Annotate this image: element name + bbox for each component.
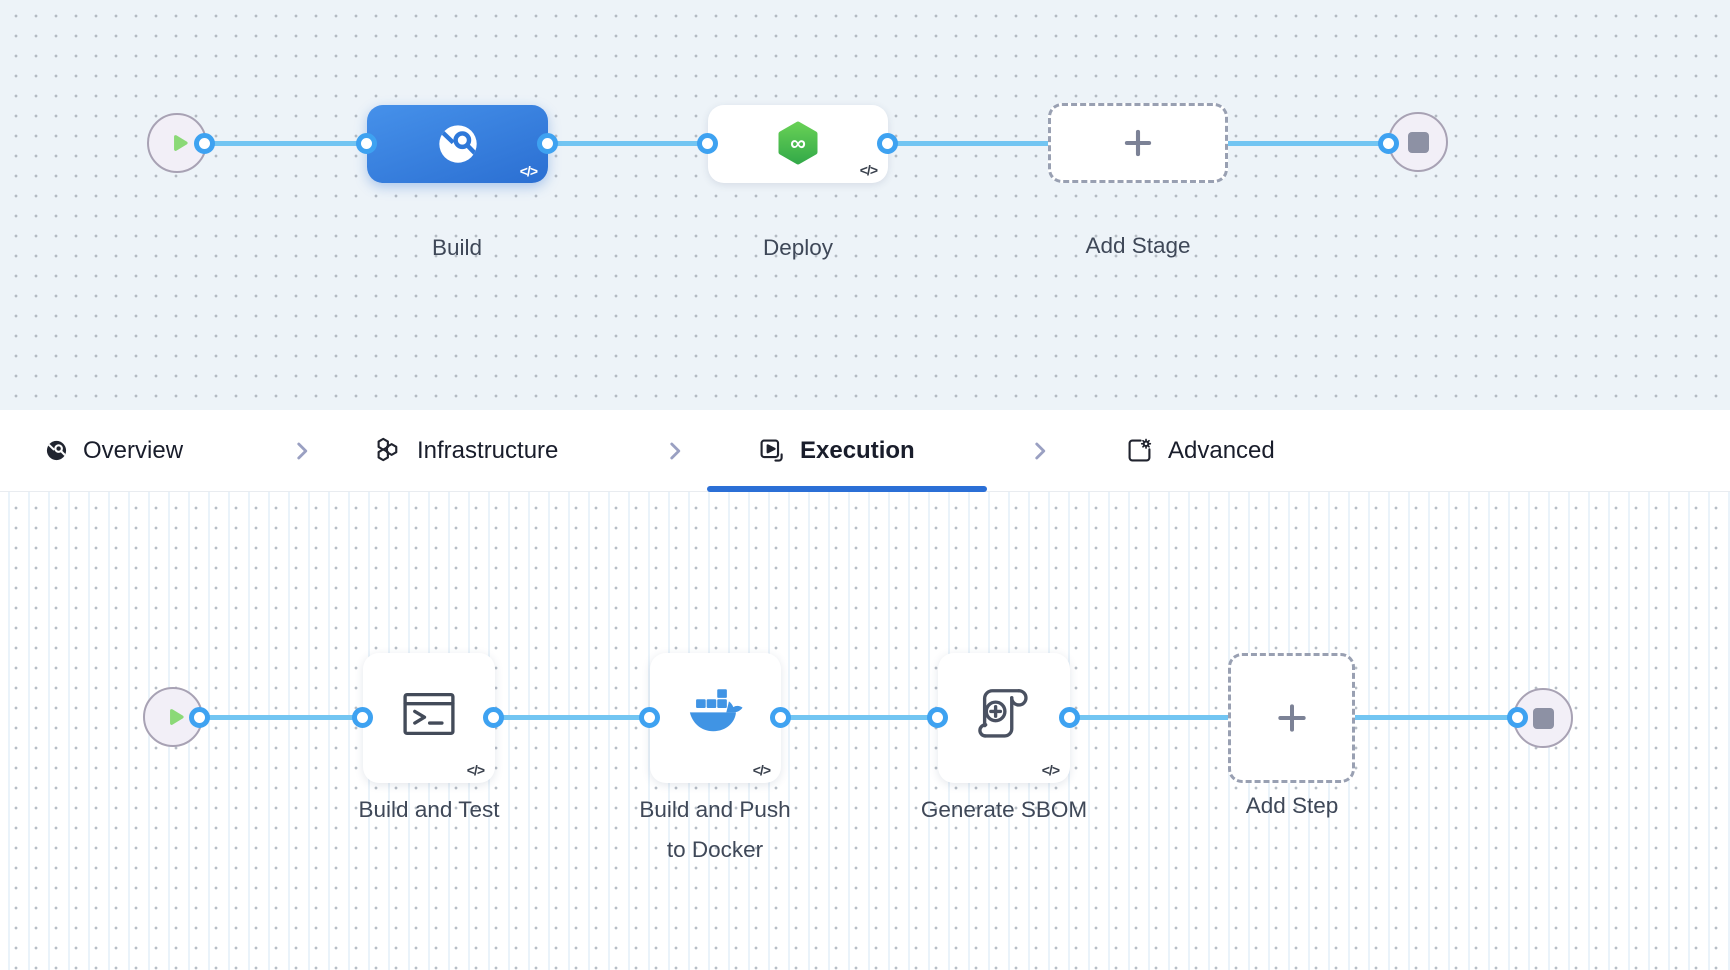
step-label-generate-sbom: Generate SBOM: [920, 797, 1088, 822]
pipeline-start-node: [147, 113, 207, 173]
stage-node-deploy[interactable]: ∞ </>: [708, 105, 888, 183]
ci-build-icon: [435, 121, 481, 167]
svg-text:∞: ∞: [790, 131, 806, 156]
cd-deploy-icon: ∞: [774, 120, 822, 168]
stage-label-add-stage: Add Stage: [1085, 233, 1191, 258]
play-icon: [167, 130, 193, 156]
chevron-right-icon: [1027, 410, 1053, 491]
chevron-right-icon: [662, 410, 688, 491]
port: [927, 707, 948, 728]
pipeline-end-node: [1388, 112, 1448, 172]
port: [639, 707, 660, 728]
port: [697, 133, 718, 154]
docker-icon: [683, 681, 749, 747]
yaml-code-badge: </>: [466, 762, 485, 778]
tab-infrastructure[interactable]: Infrastructure: [372, 410, 558, 491]
port: [189, 707, 210, 728]
tab-advanced[interactable]: Advanced: [1126, 410, 1275, 491]
step-node-build-and-test[interactable]: </>: [363, 653, 495, 783]
yaml-code-badge: </>: [519, 163, 538, 179]
execution-icon: [758, 437, 785, 464]
chevron-right-icon: [289, 410, 315, 491]
tab-label: Execution: [800, 436, 915, 464]
infrastructure-icon: [372, 436, 402, 466]
step-label-add-step: Add Step: [1245, 793, 1339, 818]
tab-execution[interactable]: Execution: [758, 410, 915, 491]
sbom-scroll-icon: [973, 683, 1035, 745]
active-tab-underline: [707, 486, 987, 492]
stage-canvas: </> ∞ </>: [0, 0, 1730, 410]
terminal-icon: [398, 683, 460, 745]
port: [356, 133, 377, 154]
overview-icon: [45, 439, 68, 462]
stop-icon: [1407, 131, 1429, 153]
stage-label-deploy: Deploy: [762, 235, 834, 260]
port: [483, 707, 504, 728]
advanced-icon: [1126, 437, 1153, 464]
execution-step-canvas: </> </>: [0, 492, 1730, 970]
step-node-build-and-push-to-docker[interactable]: </>: [650, 653, 781, 783]
yaml-code-badge: </>: [1041, 762, 1060, 778]
step-node-generate-sbom[interactable]: </>: [938, 653, 1070, 783]
stage-node-build[interactable]: </>: [367, 105, 548, 183]
step-flow-line: [185, 715, 1530, 720]
plus-icon: [1272, 698, 1312, 738]
port: [1378, 133, 1399, 154]
tab-label: Overview: [83, 436, 184, 464]
stage-label-build: Build: [431, 235, 483, 260]
port: [352, 707, 373, 728]
step-label-build-and-test: Build and Test: [358, 797, 500, 822]
add-step-button[interactable]: [1228, 653, 1355, 783]
port: [770, 707, 791, 728]
yaml-code-badge: </>: [752, 762, 771, 778]
step-label-build-and-push: Build and Push to Docker: [639, 797, 791, 862]
port: [194, 133, 215, 154]
port: [1059, 707, 1080, 728]
yaml-code-badge: </>: [859, 162, 878, 178]
port: [537, 133, 558, 154]
stage-config-tabbar: Overview Infrastructure: [0, 410, 1730, 492]
port: [1507, 707, 1528, 728]
tab-overview[interactable]: Overview: [45, 410, 183, 491]
plus-icon: [1119, 124, 1157, 162]
add-stage-button[interactable]: [1048, 103, 1228, 183]
port: [877, 133, 898, 154]
tab-label: Advanced: [1168, 436, 1275, 464]
tab-label: Infrastructure: [417, 436, 559, 464]
play-icon: [163, 704, 189, 730]
stop-icon: [1532, 707, 1554, 729]
